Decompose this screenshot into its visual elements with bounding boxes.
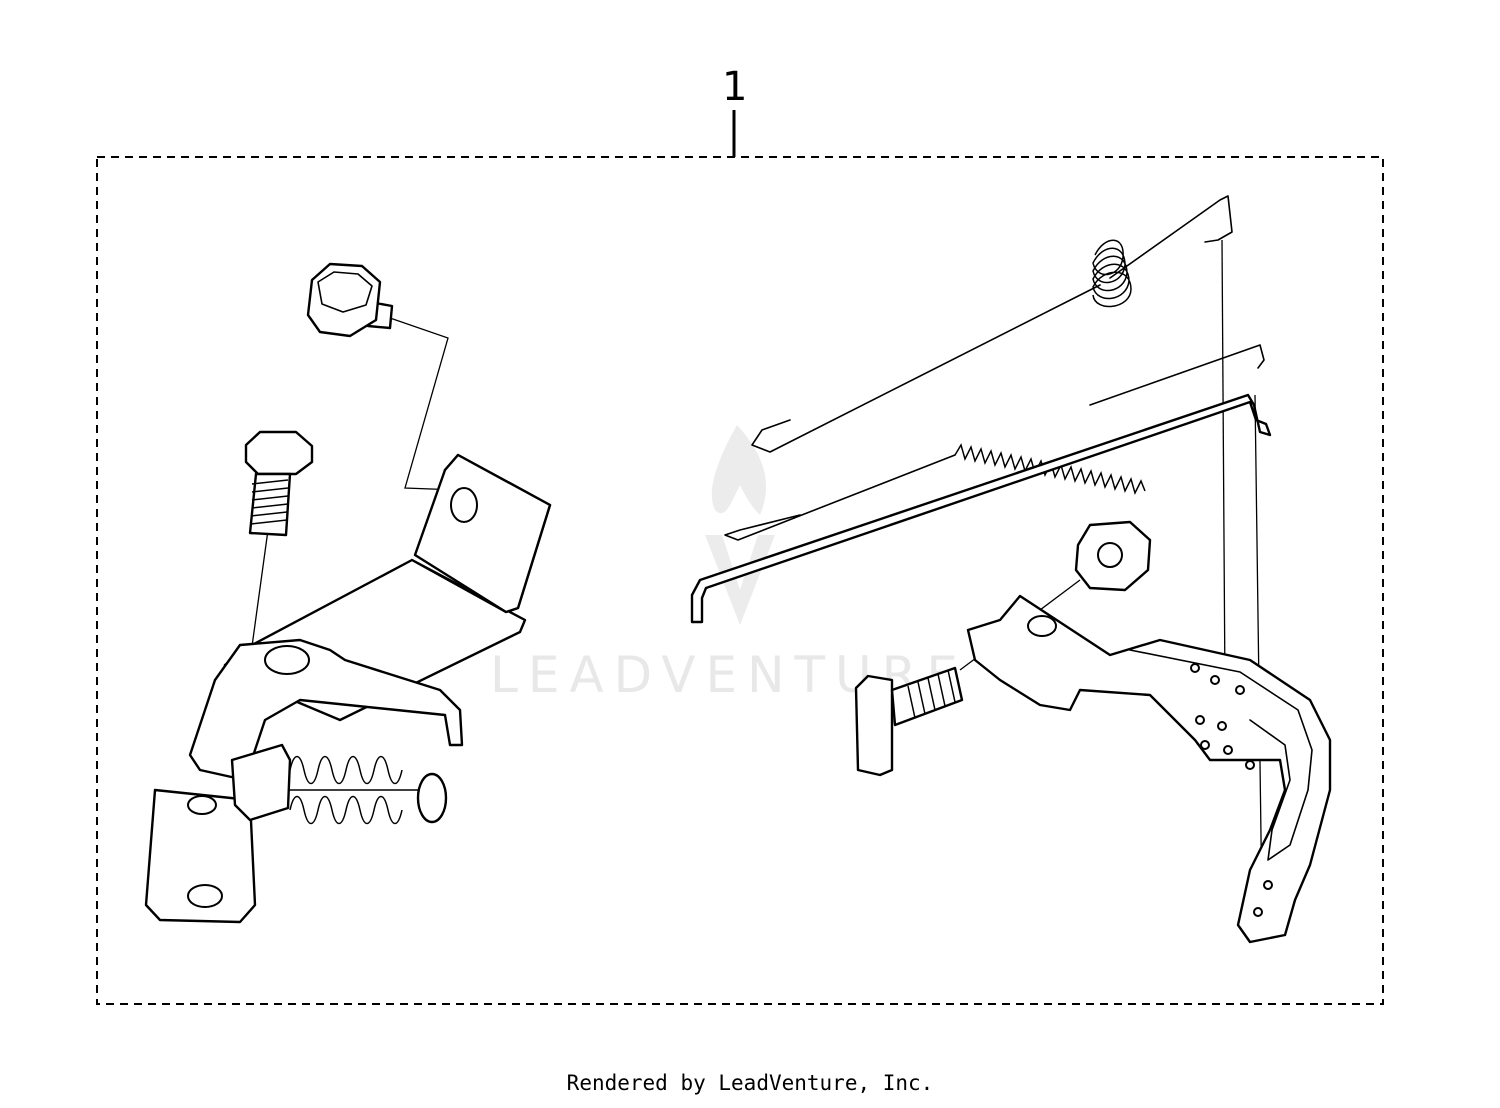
arm-hole (1190, 663, 1200, 673)
carriage-bolt (854, 666, 964, 777)
arm-hole (1263, 880, 1273, 890)
carriage-bolt-thread (907, 669, 956, 719)
arm-hole (1195, 715, 1205, 725)
arm-adjust-holes (1190, 663, 1273, 917)
flange-bolt-head-face (317, 271, 373, 313)
spring-housing (230, 743, 292, 822)
extension-spring (1092, 239, 1132, 308)
carriage-bolt-shank (890, 666, 964, 727)
callout-number: 1 (722, 64, 747, 110)
carriage-bolt-head (854, 674, 894, 777)
arm-hole (1253, 907, 1263, 917)
arm-hole (1235, 685, 1245, 695)
governor-rod (690, 393, 1272, 624)
bracket-hole (450, 487, 478, 523)
hex-bolt (244, 430, 314, 537)
watermark-flame-icon (711, 425, 767, 515)
arm-hole (1223, 745, 1233, 755)
lever-pivot-hole (264, 645, 310, 675)
footer-credit: Rendered by LeadVenture, Inc. (566, 1071, 934, 1095)
choke-link-rod (724, 344, 1265, 541)
throttle-wire (751, 195, 1233, 453)
clamp-hole (187, 884, 223, 908)
arm-hole (1245, 760, 1255, 770)
flange-nut (1074, 520, 1152, 592)
arm-mount-hole (1027, 615, 1057, 637)
compression-spring (289, 755, 403, 825)
left-assembly (144, 262, 552, 924)
watermark-v-icon (705, 535, 775, 625)
flange-bolt-head (306, 262, 382, 338)
hex-bolt-head (244, 430, 314, 476)
arm-hole (1217, 721, 1227, 731)
flange-bolt (306, 262, 394, 338)
clamp-top-hole (187, 795, 217, 815)
flange-nut-bore (1097, 542, 1123, 568)
leader-line-flange-bolt (389, 317, 459, 491)
control-lever (188, 638, 464, 782)
arm-hole (1200, 740, 1210, 750)
watermark: LEADVENTURE (490, 425, 958, 704)
hex-bolt-thread (250, 479, 289, 525)
kit-boundary (96, 156, 1384, 1005)
governor-arm (966, 594, 1332, 944)
leader-line-spring-hook (1221, 239, 1226, 691)
governor-arm-rib (1129, 649, 1313, 861)
leader-line-rod (1254, 394, 1263, 911)
spring-cap (416, 772, 448, 824)
arm-hole (1210, 675, 1220, 685)
bracket-upright (413, 453, 552, 614)
right-assembly (690, 195, 1332, 944)
